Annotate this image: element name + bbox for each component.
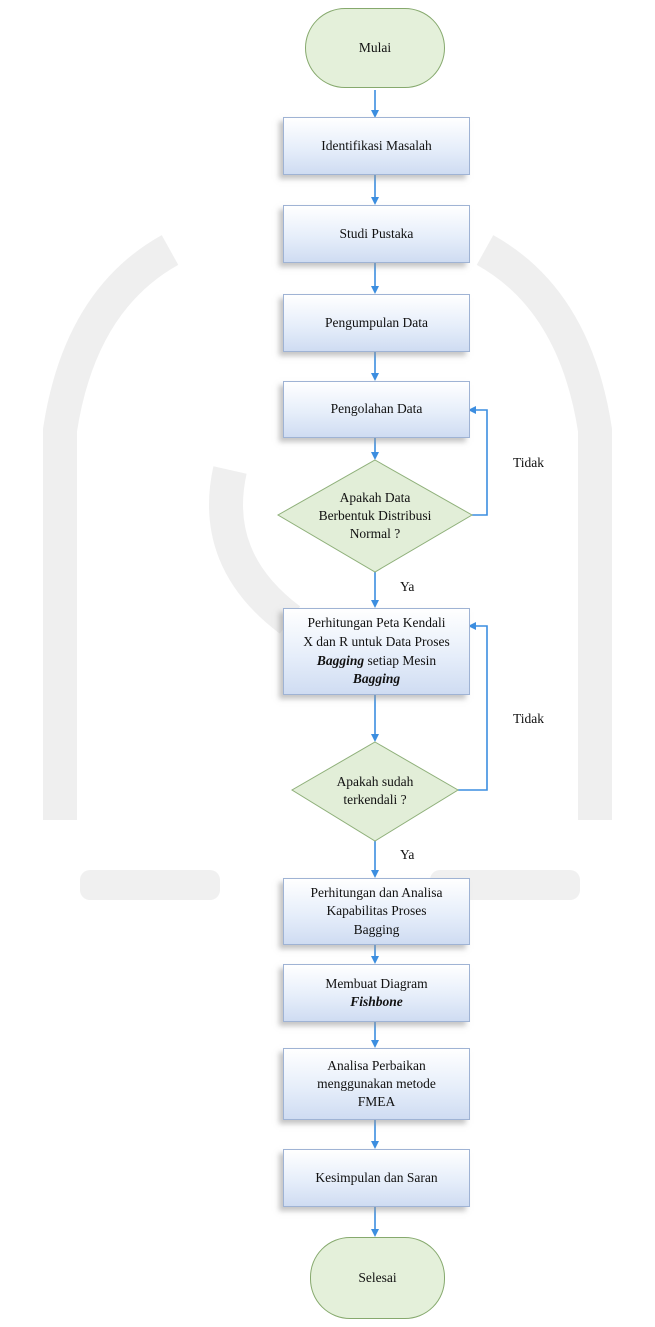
step-fmea-line3: FMEA — [357, 1094, 396, 1110]
decision-normal-line2: Berbentuk Distribusi — [318, 507, 432, 523]
step-pengumpulan-data: Pengumpulan Data — [283, 294, 470, 352]
decision-normal-line1: Apakah Data — [339, 489, 411, 505]
arrow-decision2-tidak-loop — [458, 622, 488, 791]
step-kesimpulan-label: Kesimpulan dan Saran — [315, 1169, 438, 1185]
step-kesimpulan-saran: Kesimpulan dan Saran — [283, 1149, 470, 1207]
decision-terkendali-text: Apakah sudah terkendali ? — [310, 770, 440, 812]
decision-terkendali-line1: Apakah sudah — [336, 773, 414, 789]
step-analisa-fmea: Analisa Perbaikan menggunakan metode FME… — [283, 1048, 470, 1120]
branch-label-ya-2: Ya — [400, 847, 415, 862]
step-kapabilitas-line1: Perhitungan dan Analisa — [310, 885, 443, 901]
arrow-decision1-tidak-loop — [468, 406, 488, 516]
start-terminal: Mulai — [305, 8, 445, 88]
step-identifikasi-label: Identifikasi Masalah — [321, 137, 432, 153]
start-label: Mulai — [358, 39, 392, 55]
branch-label-ya-1: Ya — [400, 579, 415, 594]
step-pengolahan-data: Pengolahan Data — [283, 381, 470, 438]
step-peta-line2: X dan R untuk Data Proses — [303, 633, 450, 649]
step-fmea-line2: menggunakan metode — [317, 1075, 436, 1091]
step-fmea-line1: Analisa Perbaikan — [327, 1057, 426, 1073]
end-terminal: Selesai — [310, 1237, 445, 1319]
step-kapabilitas-proses: Perhitungan dan Analisa Kapabilitas Pros… — [283, 878, 470, 945]
step-studi-label: Studi Pustaka — [339, 225, 414, 241]
step-kapabilitas-line3: Bagging — [353, 921, 400, 937]
step-identifikasi-masalah: Identifikasi Masalah — [283, 117, 470, 175]
decision-diamond-terkendali — [291, 741, 459, 842]
step-pengolahan-label: Pengolahan Data — [330, 401, 423, 417]
step-fishbone-line1: Membuat Diagram — [325, 975, 428, 991]
decision-terkendali-line2: terkendali ? — [343, 792, 407, 807]
step-kapabilitas-line2: Kapabilitas Proses — [326, 903, 427, 919]
decision-normal-line3: Normal ? — [349, 526, 401, 542]
step-studi-pustaka: Studi Pustaka — [283, 205, 470, 263]
step-fishbone-line2: Fishbone — [350, 994, 403, 1009]
decision-diamond-normal — [276, 459, 474, 573]
step-perhitungan-peta-kendali: Perhitungan Peta Kendali X dan R untuk D… — [283, 608, 470, 695]
step-peta-line4: Bagging — [352, 671, 401, 687]
step-peta-line3: Bagging setiap Mesin — [317, 652, 436, 671]
step-membuat-fishbone: Membuat Diagram Fishbone — [283, 964, 470, 1022]
branch-label-tidak-2: Tidak — [513, 711, 545, 726]
step-pengumpulan-label: Pengumpulan Data — [324, 314, 429, 330]
step-peta-line3-rest: setiap Mesin — [364, 652, 437, 668]
branch-label-tidak-1: Tidak — [513, 455, 545, 470]
decision-normal-text: Apakah Data Berbentuk Distribusi Normal … — [300, 478, 450, 554]
end-label: Selesai — [358, 1269, 397, 1285]
step-peta-line1: Perhitungan Peta Kendali — [307, 614, 446, 630]
step-peta-line3-italic: Bagging — [316, 652, 365, 668]
